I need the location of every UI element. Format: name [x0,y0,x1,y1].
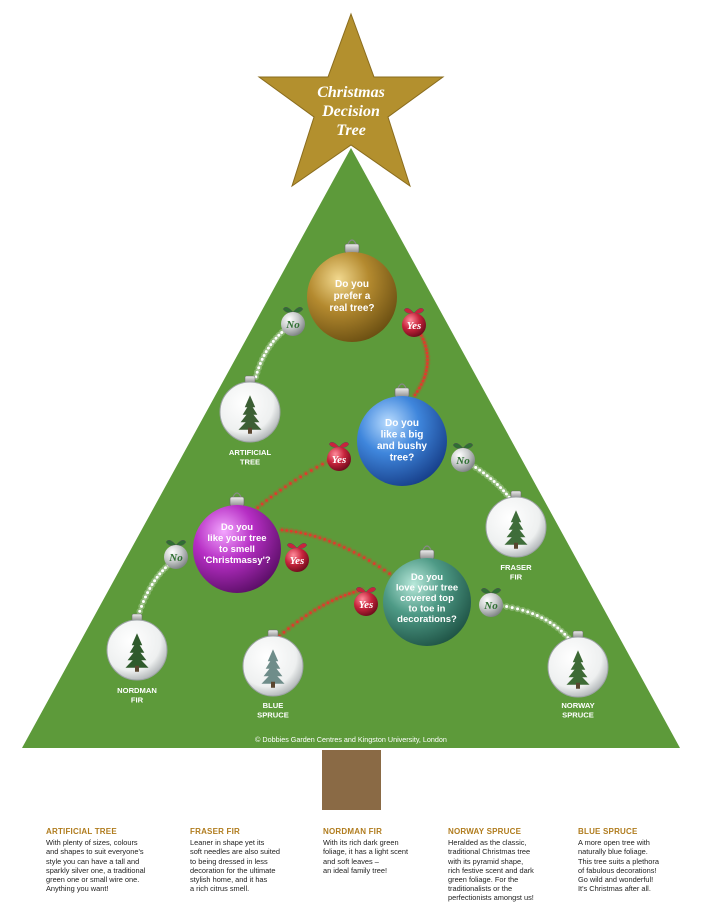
description-body: With its rich dark green foliage, it has… [323,838,409,875]
description-fraser-fir: FRASER FIR Leaner in shape yet its soft n… [190,827,280,893]
answer-yes-2-label: Yes [332,454,347,466]
description-heading: FRASER FIR [190,827,240,836]
description-heading: NORDMAN FIR [323,827,383,836]
description-body: A more open tree with naturally blue fol… [578,838,659,894]
description-heading: BLUE SPRUCE [578,827,638,836]
answer-yes-4-label: Yes [359,599,374,611]
description-heading: NORWAY SPRUCE [448,827,522,836]
answer-no-2-label: No [455,455,470,467]
answer-no-3: No [164,539,188,569]
description-heading: ARTIFICIAL TREE [46,827,117,836]
star-icon [257,12,445,188]
description-body: With plenty of sizes, colours and shapes… [46,838,146,894]
answer-yes-4: Yes [354,586,378,616]
description-blue-spruce: BLUE SPRUCE A more open tree with natural… [578,827,659,893]
description-body: Heralded as the classic, traditional Chr… [448,838,534,903]
answer-no-4: No [479,587,503,617]
answer-yes-3: Yes [285,542,309,572]
answer-no-1-label: No [285,319,300,331]
description-artificial-tree: ARTIFICIAL TREE With plenty of sizes, col… [46,827,145,893]
tree-trunk [322,750,381,810]
answer-yes-2: Yes [327,441,351,471]
answer-no-2: No [451,442,475,472]
answer-yes-1-label: Yes [407,320,422,332]
answer-yes-3-label: Yes [290,555,305,567]
description-body: Leaner in shape yet its soft needles are… [190,838,280,894]
answer-no-3-label: No [168,552,183,564]
tree-body [22,148,680,748]
description-norway-spruce: NORWAY SPRUCE Heralded as the classic, tr… [448,827,534,903]
answer-no-4-label: No [483,600,498,612]
description-nordman-fir: NORDMAN FIR With its rich dark green foli… [323,827,408,875]
copyright-text: © Dobbies Garden Centres and Kingston Un… [255,735,447,744]
answer-no-1: No [281,306,305,336]
answer-yes-1: Yes [402,307,426,337]
